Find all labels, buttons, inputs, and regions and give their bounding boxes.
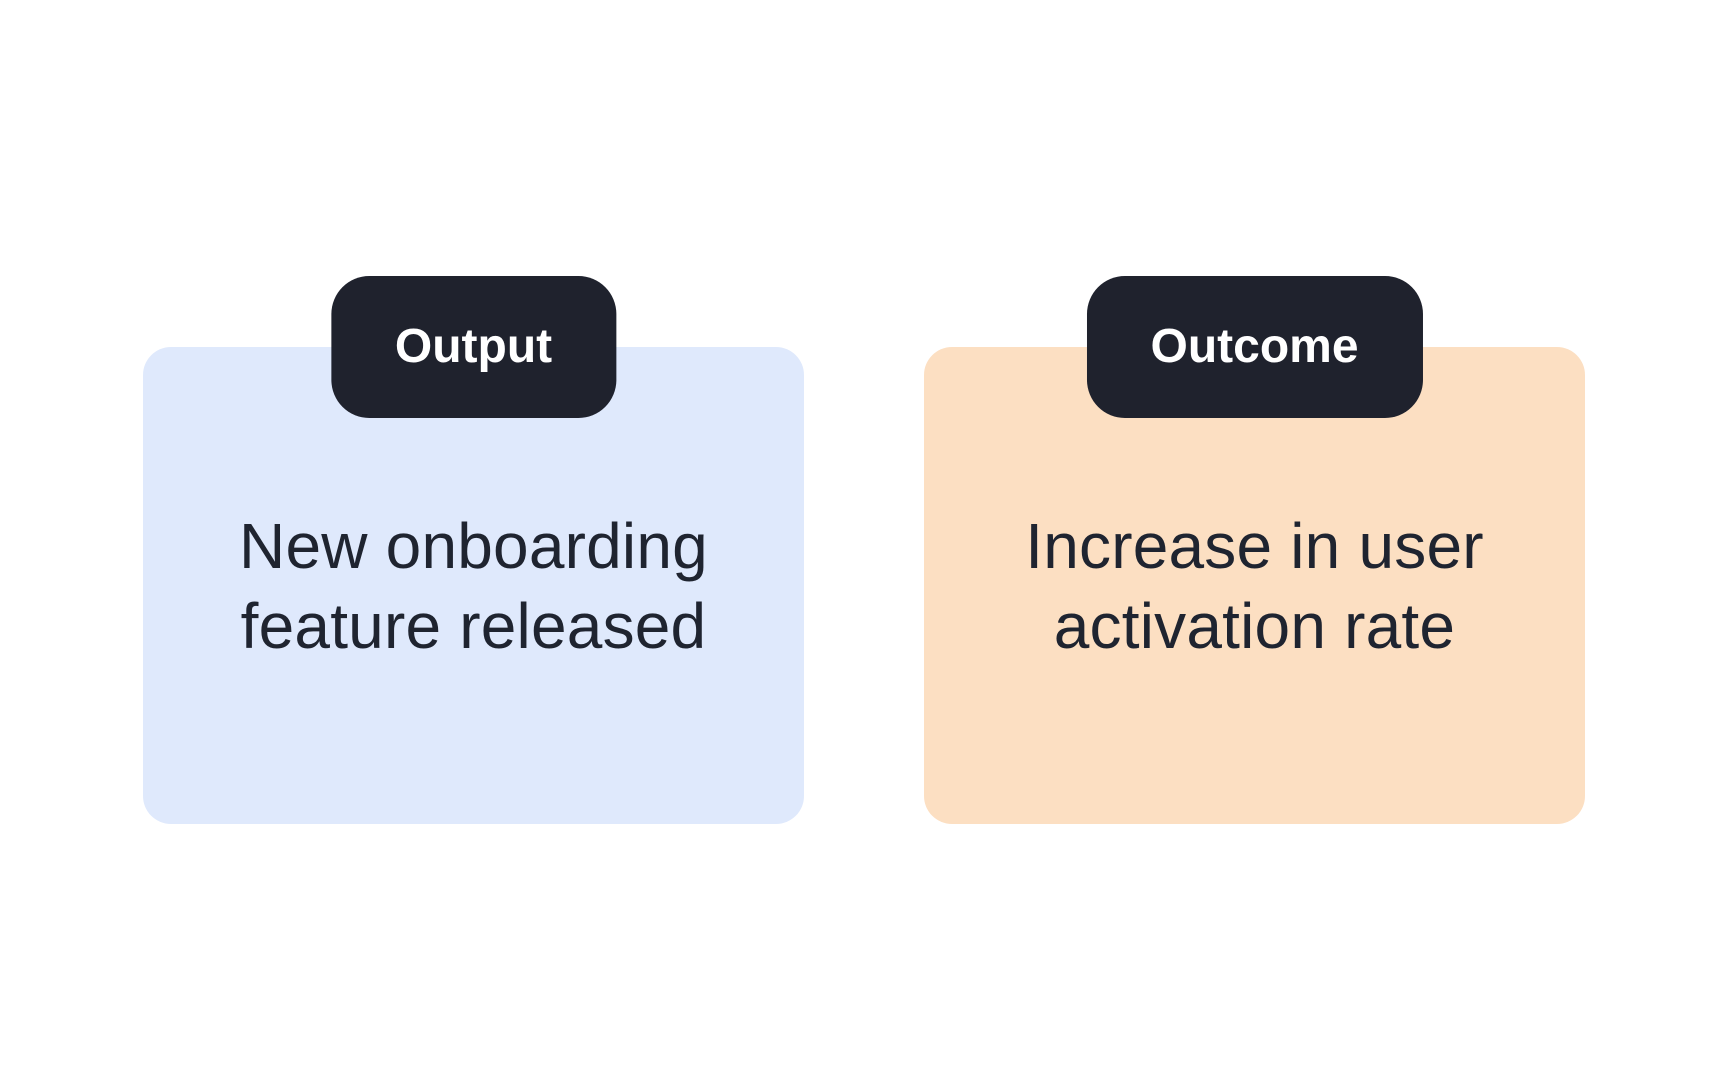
output-card-text: New onboarding feature released bbox=[239, 506, 708, 666]
output-badge: Output bbox=[330, 276, 617, 418]
output-text-line-2: feature released bbox=[240, 589, 707, 662]
cards-row: Output New onboarding feature released O… bbox=[0, 276, 1728, 824]
outcome-text-line-1: Increase in user bbox=[1025, 509, 1484, 582]
outcome-text-line-2: activation rate bbox=[1053, 589, 1456, 662]
outcome-badge: Outcome bbox=[1086, 276, 1423, 418]
outcome-card: Outcome Increase in user activation rate bbox=[924, 276, 1585, 824]
outcome-card-text: Increase in user activation rate bbox=[1025, 506, 1484, 666]
output-text-line-1: New onboarding bbox=[239, 509, 708, 582]
output-card: Output New onboarding feature released bbox=[143, 276, 804, 824]
